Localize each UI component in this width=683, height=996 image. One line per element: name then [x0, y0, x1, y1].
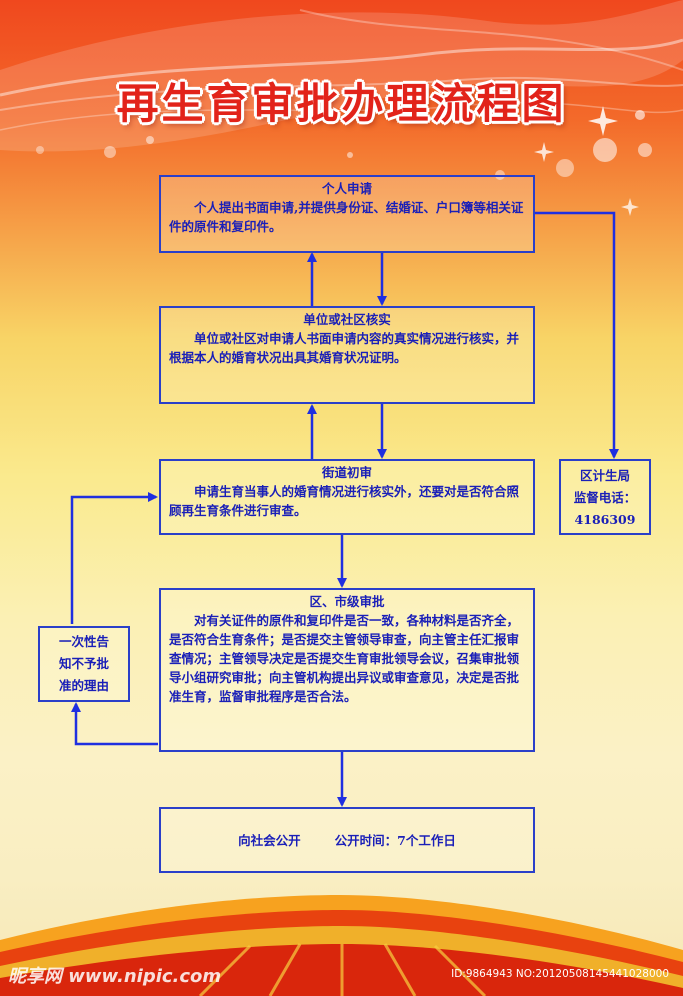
watermark-id: ID:9864943 NO:20120508145441028000 [451, 968, 669, 980]
step-public-announcement: 向社会公开 公开时间：7个工作日 [159, 807, 535, 873]
arrow-to-notice [71, 702, 158, 746]
supervision-line: 监督电话： [573, 490, 637, 505]
step-street-review: 街道初审 申请生育当事人的婚育情况进行核实外，还要对是否符合照顾再生育条件进行审… [159, 459, 535, 535]
step-heading: 单位或社区核实 [303, 312, 391, 327]
step-body: 申请生育当事人的婚育情况进行核实外，还要对是否符合照顾再生育条件进行审查。 [169, 484, 520, 518]
supervision-line: 区计生局 [579, 468, 630, 483]
step-district-approval: 区、市级审批 对有关证件的原件和复印件是否一致，各种材料是否齐全，是否符合生育条… [159, 588, 535, 752]
supervision-phone: 4186309 [574, 512, 636, 527]
public-time: 公开时间：7个工作日 [334, 832, 456, 848]
page-title: 再生育审批办理流程图 [116, 79, 567, 128]
step-body: 对有关证件的原件和复印件是否一致，各种材料是否齐全，是否符合生育条件；是否提交主… [169, 613, 520, 704]
notice-line: 一次性告 [58, 634, 109, 649]
step-body: 单位或社区对申请人书面申请内容的真实情况进行核实，并根据本人的婚育状况出具其婚育… [169, 331, 520, 365]
arrow-to-supervision [535, 211, 619, 459]
step-unit-verification: 单位或社区核实 单位或社区对申请人书面申请内容的真实情况进行核实，并根据本人的婚… [159, 306, 535, 404]
arrow-notice-to-review [70, 492, 158, 624]
step-heading: 街道初审 [321, 465, 372, 480]
notice-line: 准的理由 [58, 678, 109, 693]
public-label: 向社会公开 [238, 832, 301, 848]
notice-box: 一次性告 知不予批 准的理由 [38, 626, 130, 702]
step-heading: 区、市级审批 [309, 594, 385, 609]
decorative-swoosh [0, 0, 683, 216]
watermark-logo: 昵享网 www.nipic.com [8, 966, 222, 987]
supervision-box: 区计生局 监督电话： 4186309 [559, 459, 651, 535]
step-heading: 个人申请 [321, 181, 372, 196]
notice-line: 知不予批 [58, 656, 109, 671]
step-body: 个人提出书面申请,并提供身份证、结婚证、户口簿等相关证件的原件和复印件。 [169, 200, 524, 234]
step-personal-application: 个人申请 个人提出书面申请,并提供身份证、结婚证、户口簿等相关证件的原件和复印件… [159, 175, 535, 253]
